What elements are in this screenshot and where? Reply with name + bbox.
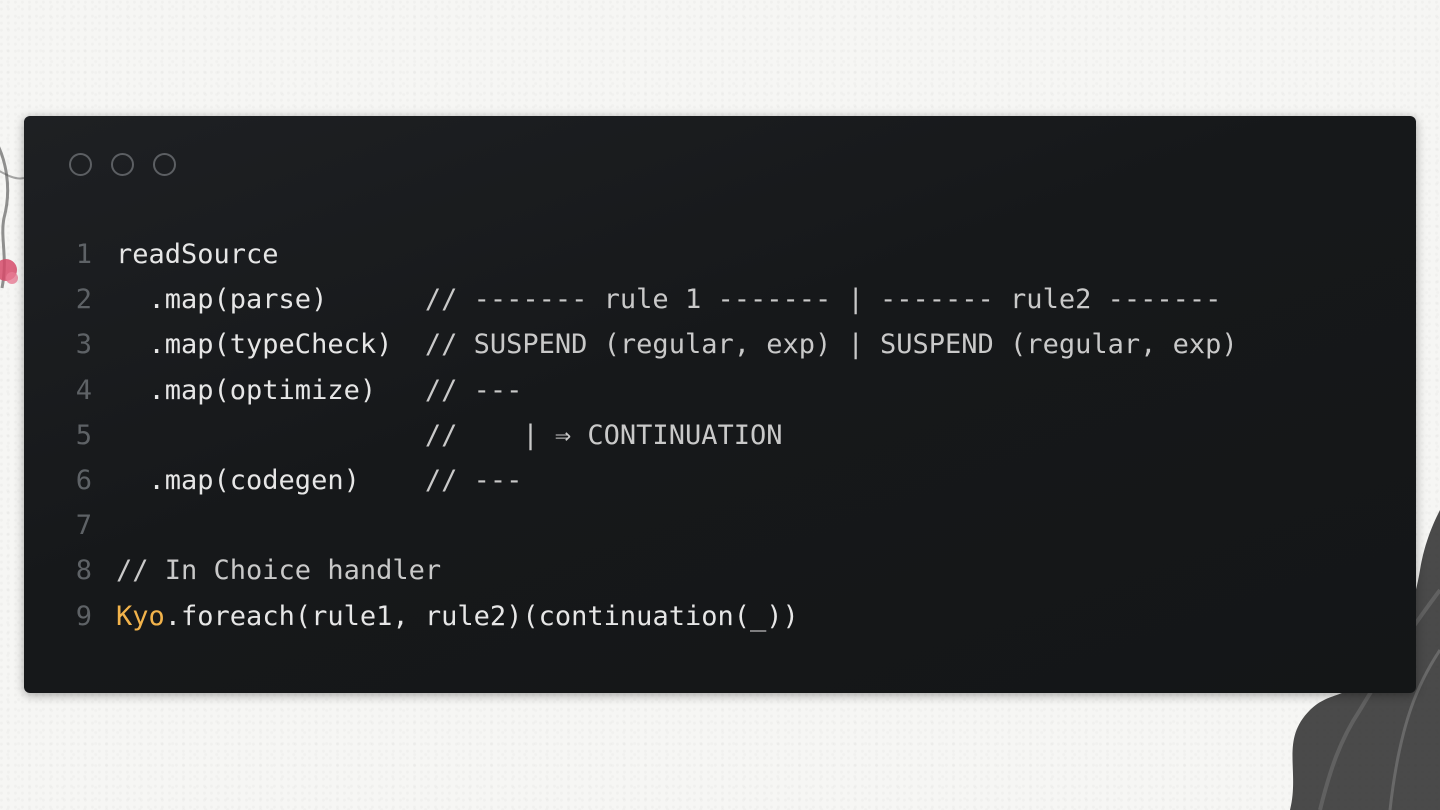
code-line: 8 // In Choice handler <box>24 548 1416 593</box>
code-text: .map(optimize) <box>116 374 425 406</box>
code-line: 6 .map(codegen) // --- <box>24 458 1416 503</box>
code-text: .map(codegen) <box>116 465 425 497</box>
maximize-control-icon[interactable] <box>153 153 176 176</box>
line-number: 3 <box>75 329 92 361</box>
code-line: 9 Kyo.foreach(rule1, rule2)(continuation(… <box>24 594 1416 639</box>
code-comment: // In Choice handler <box>116 555 442 587</box>
code-window: 1 readSource 2 .map(parse) // ------- rule… <box>24 116 1416 693</box>
code-comment: // --- <box>424 465 523 497</box>
code-keyword: Kyo <box>116 600 165 632</box>
branch-decoration <box>0 146 25 289</box>
code-comment: // SUSPEND (regular, exp) | SUSPEND (reg… <box>424 329 1238 361</box>
code-comment: // ------- rule 1 ------- | ------- rule… <box>424 284 1222 316</box>
close-control-icon[interactable] <box>69 153 92 176</box>
code-text <box>116 420 425 451</box>
line-number: 4 <box>75 374 92 406</box>
code-line: 5 // | ⇒ CONTINUATION <box>24 413 1416 458</box>
line-number: 1 <box>75 239 92 271</box>
code-text: .foreach(rule1, rule2)(continuation(_)) <box>164 600 799 632</box>
line-number: 6 <box>75 465 92 497</box>
line-number: 5 <box>75 419 92 451</box>
line-number: 2 <box>75 284 92 316</box>
line-number: 9 <box>75 600 92 632</box>
window-controls <box>69 153 176 176</box>
code-comment: // --- <box>424 374 523 406</box>
code-text: .map(parse) <box>116 284 425 316</box>
code-line: 3 .map(typeCheck) // SUSPEND (regular, e… <box>24 322 1416 367</box>
code-line: 2 .map(parse) // ------- rule 1 ------- … <box>24 277 1416 322</box>
code-line: 7 <box>24 503 1416 548</box>
minimize-control-icon[interactable] <box>111 153 134 176</box>
line-number: 8 <box>75 555 92 587</box>
code-block: 1 readSource 2 .map(parse) // ------- rule… <box>24 232 1416 639</box>
code-text: .map(typeCheck) <box>116 329 425 361</box>
code-line: 1 readSource <box>24 232 1416 277</box>
code-comment: // | ⇒ CONTINUATION <box>424 419 783 451</box>
mountain-decoration <box>1290 510 1440 810</box>
code-text: readSource <box>116 239 279 271</box>
code-line: 4 .map(optimize) // --- <box>24 368 1416 413</box>
line-number: 7 <box>75 510 92 542</box>
